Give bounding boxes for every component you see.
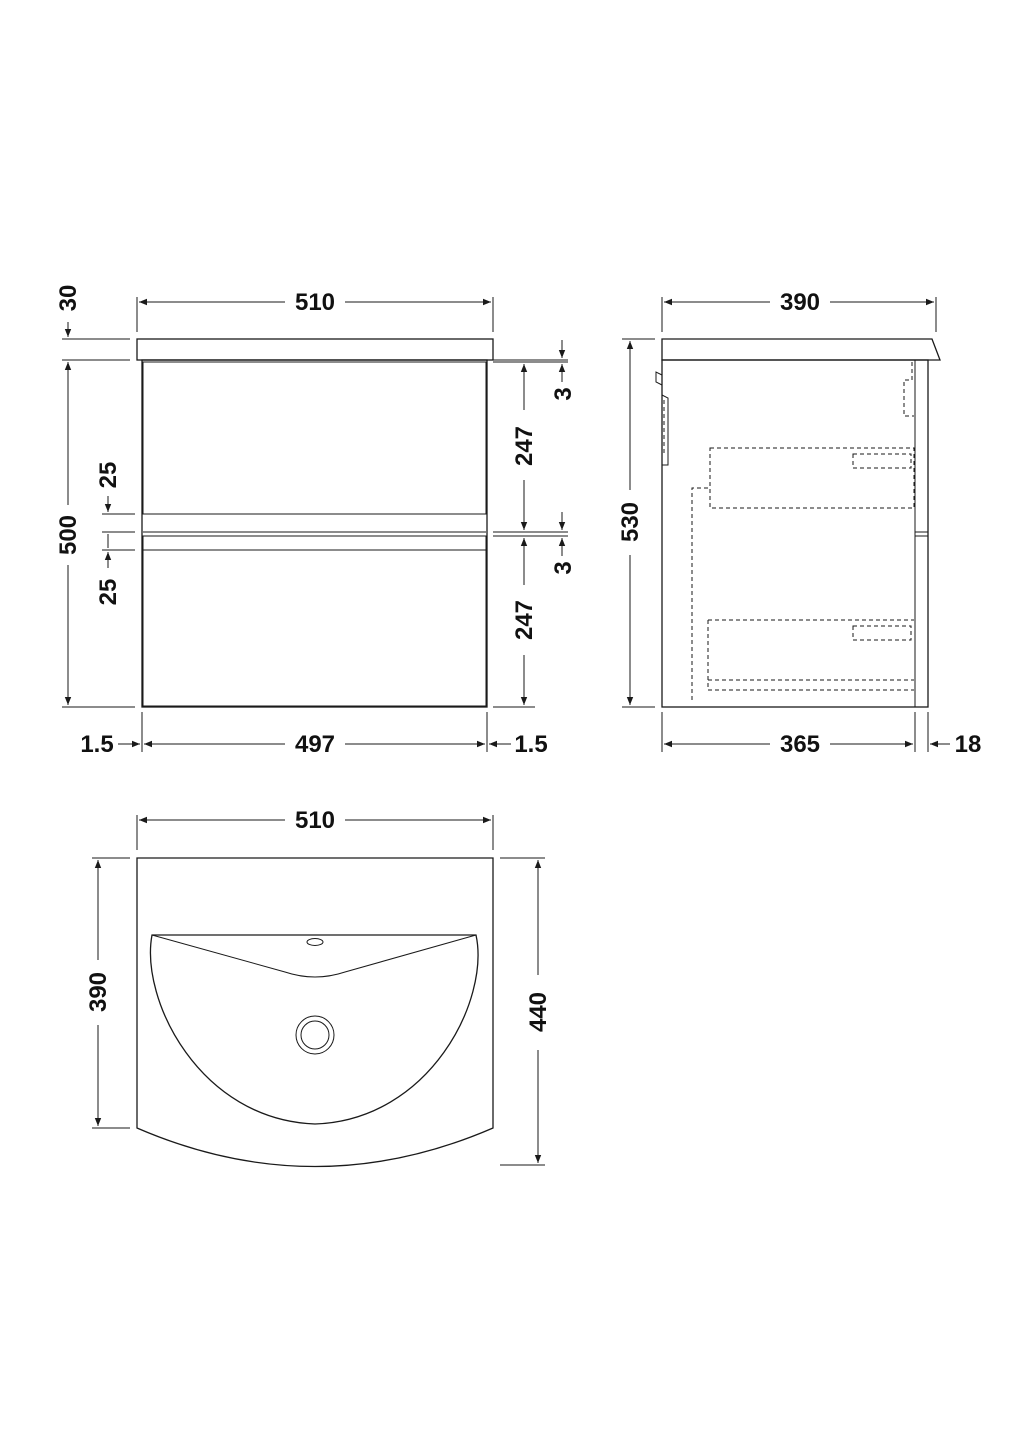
side-countertop [661, 338, 941, 361]
dim-side-bottom: 365 18 [661, 712, 982, 758]
dim-plan-centre-depth: 440 [500, 857, 552, 1166]
dim-body-height: 500 [55, 362, 135, 708]
label-side-height: 530 [617, 502, 644, 542]
dim-front-bottom: 1.5 497 1.5 [80, 712, 548, 758]
upper-drawer-handle [852, 453, 912, 469]
label-mid-reveal: 3 [550, 561, 577, 574]
basin-outline [149, 934, 479, 1125]
dim-side-height: 530 [617, 338, 655, 708]
fixing-detail [903, 362, 914, 417]
label-upper-drawer-height: 247 [511, 426, 538, 466]
label-carcass-depth: 365 [780, 731, 820, 758]
upper-drawer [142, 361, 487, 515]
dim-side-depth: 390 [661, 289, 937, 332]
label-front-width: 510 [295, 289, 335, 316]
wall-bracket [655, 371, 669, 466]
label-left-side: 1.5 [80, 731, 113, 758]
label-lower-drawer-height: 247 [511, 600, 538, 640]
label-top-thickness: 30 [55, 285, 82, 312]
dim-top-thickness: 30 [55, 285, 130, 361]
basin-back-edge [151, 934, 477, 978]
label-plan-width: 510 [295, 807, 335, 834]
lower-drawer-box [707, 619, 914, 691]
dim-front-width: 510 [136, 289, 494, 332]
label-body-height: 500 [55, 515, 82, 555]
plan-view: 510 390 440 [85, 807, 552, 1168]
waste-outer [295, 1015, 335, 1055]
label-upper-gap: 25 [95, 462, 122, 489]
front-countertop [136, 338, 494, 361]
label-plan-centre-depth: 440 [525, 992, 552, 1032]
label-front-thickness: 18 [955, 731, 982, 758]
dim-plan-width: 510 [136, 807, 494, 850]
side-view: 390 530 365 18 [617, 289, 981, 758]
label-side-depth: 390 [780, 289, 820, 316]
tap-hole [306, 938, 324, 946]
label-drawer-width: 497 [295, 731, 335, 758]
drawer-runner [691, 487, 708, 700]
lower-drawer [142, 535, 487, 707]
label-plan-side-depth: 390 [85, 972, 112, 1012]
front-view: 510 30 500 25 25 [55, 285, 577, 758]
lower-drawer-handle [852, 625, 912, 641]
dim-drawer-heights: 247 247 3 3 [493, 340, 577, 708]
side-carcass [661, 359, 929, 708]
label-lower-gap: 25 [95, 579, 122, 606]
waste-inner [300, 1020, 330, 1050]
dim-handle-gaps: 25 25 [95, 462, 135, 606]
label-right-side: 1.5 [514, 731, 547, 758]
dim-plan-side-depth: 390 [85, 857, 130, 1129]
label-top-reveal: 3 [550, 387, 577, 400]
upper-drawer-box [709, 447, 915, 509]
plan-outline [136, 857, 494, 1168]
front-carcass [141, 359, 488, 708]
